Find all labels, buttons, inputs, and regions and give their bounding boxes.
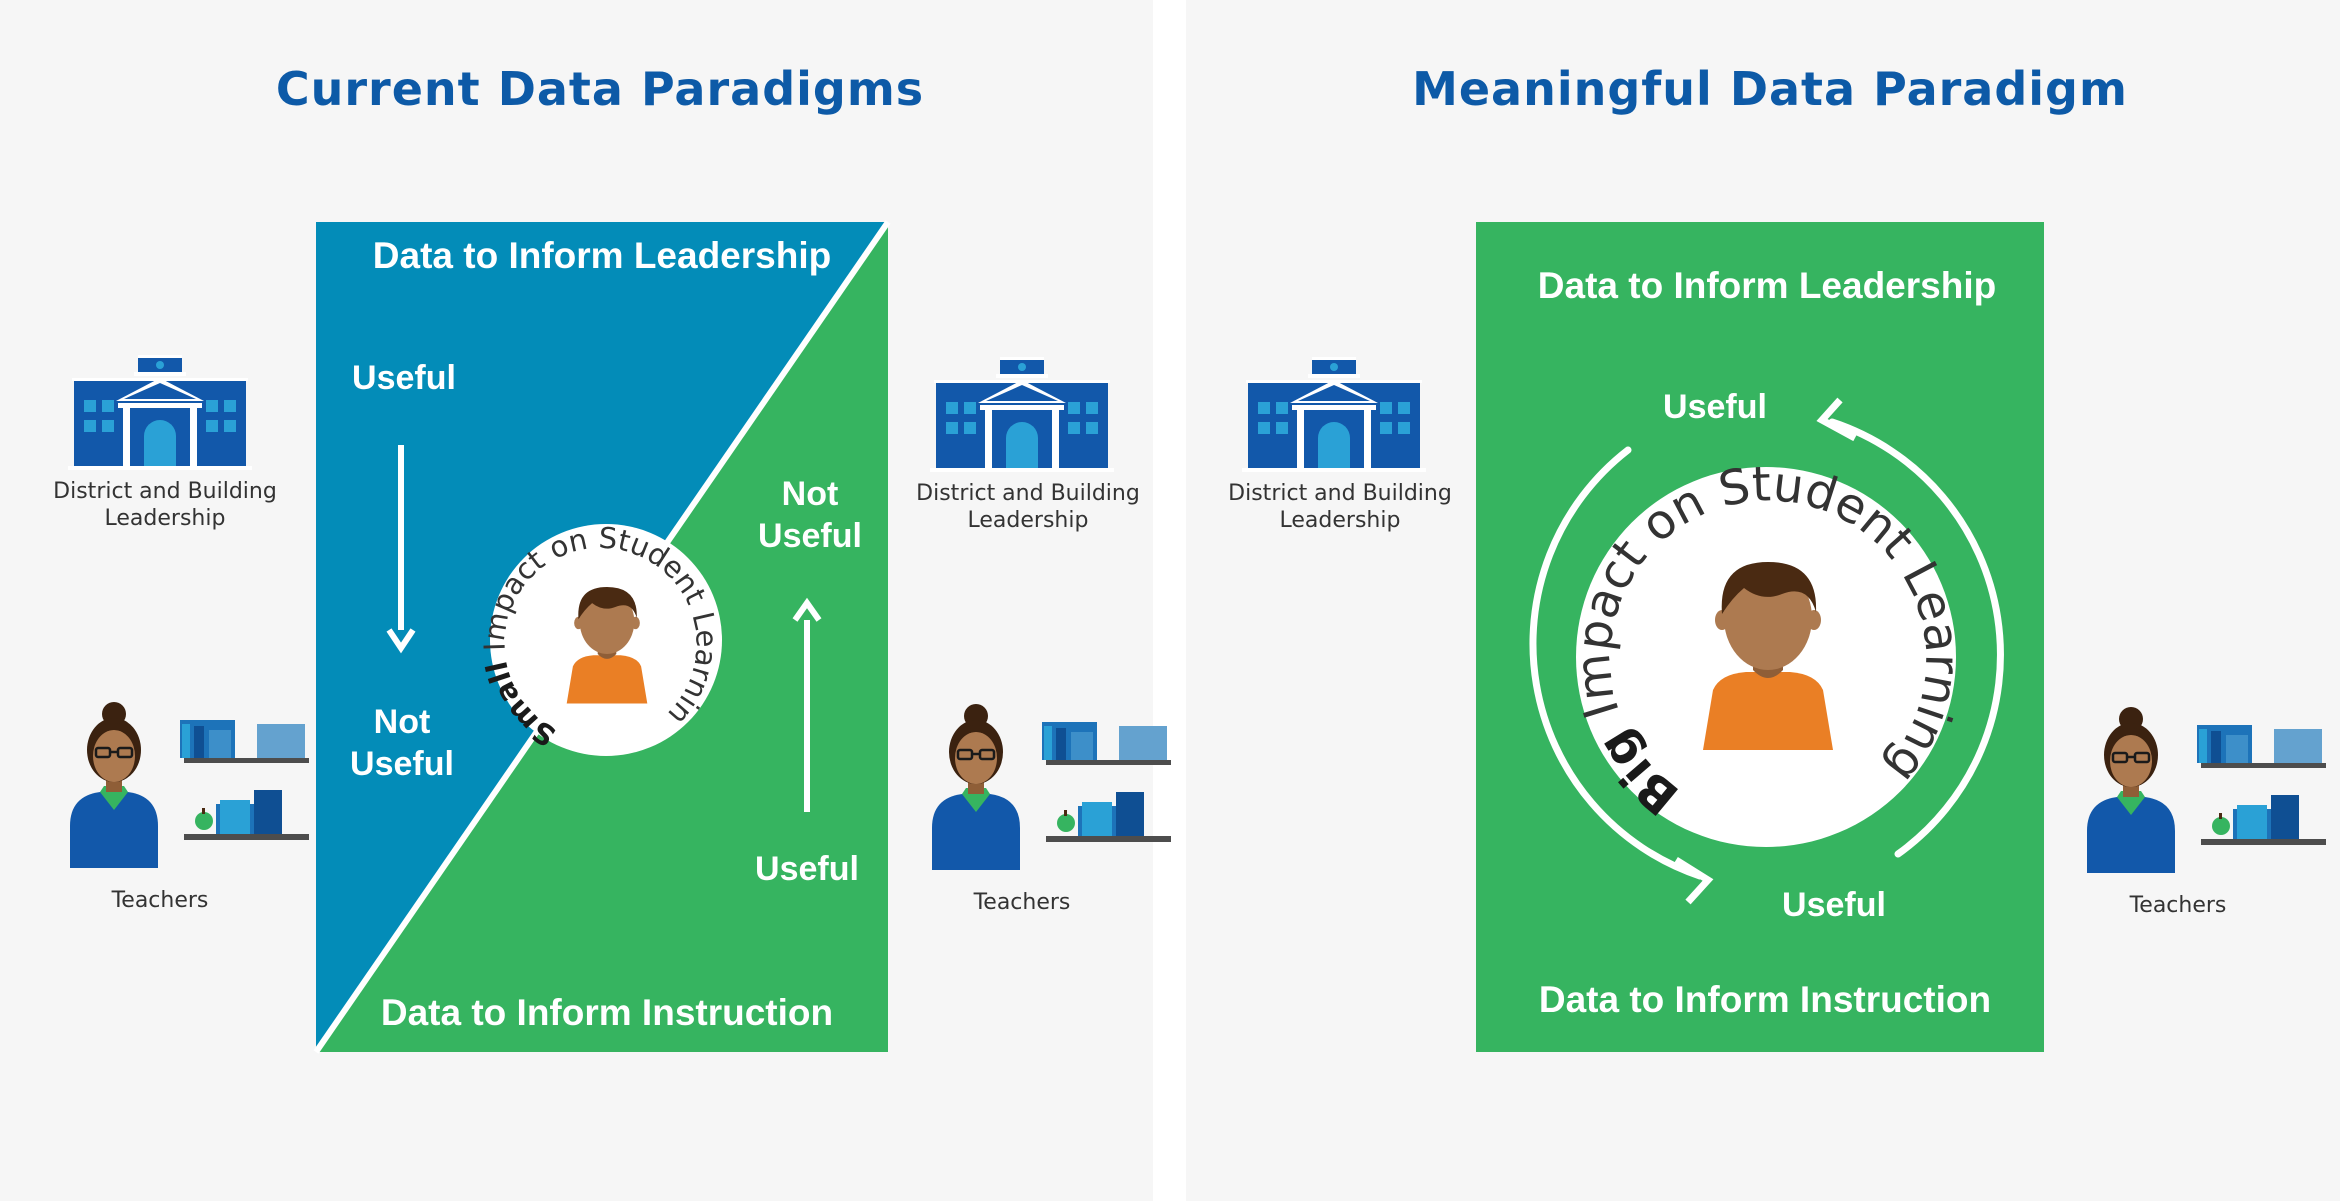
down-arrow-head bbox=[386, 628, 416, 654]
up-arrow-head bbox=[792, 597, 822, 622]
leadership-data-label: Data to Inform Leadership bbox=[373, 235, 831, 276]
cycle-arrow-down-head bbox=[1674, 857, 1714, 905]
instruction-data-label: Data to Inform Instruction bbox=[381, 992, 833, 1033]
useful-label: Useful bbox=[1663, 388, 1767, 426]
teacher-icon bbox=[2085, 705, 2328, 875]
teacher-icon bbox=[930, 702, 1173, 872]
cycle-arrow-down bbox=[1529, 446, 1704, 880]
cycle-arrow-up bbox=[1828, 418, 2004, 858]
teachers-caption: Teachers bbox=[973, 890, 1071, 915]
school-building-icon bbox=[1242, 357, 1426, 472]
useful-label: Useful bbox=[1782, 886, 1886, 924]
school-building-icon bbox=[68, 355, 252, 470]
teachers-caption: Teachers bbox=[2129, 893, 2227, 918]
teacher-icon bbox=[68, 700, 311, 870]
useful-label: Useful bbox=[755, 850, 859, 888]
cycle-arrow-up-head bbox=[1816, 397, 1857, 442]
school-building-icon bbox=[930, 357, 1114, 472]
instruction-data-label: Data to Inform Instruction bbox=[1539, 979, 1991, 1020]
leadership-data-label: Data to Inform Leadership bbox=[1538, 265, 1996, 306]
useful-label: Useful bbox=[352, 359, 456, 397]
teachers-caption: Teachers bbox=[111, 888, 209, 913]
current-paradigm-title: Current Data Paradigms bbox=[275, 62, 925, 116]
meaningful-paradigm-title: Meaningful Data Paradigm bbox=[1412, 62, 2128, 116]
